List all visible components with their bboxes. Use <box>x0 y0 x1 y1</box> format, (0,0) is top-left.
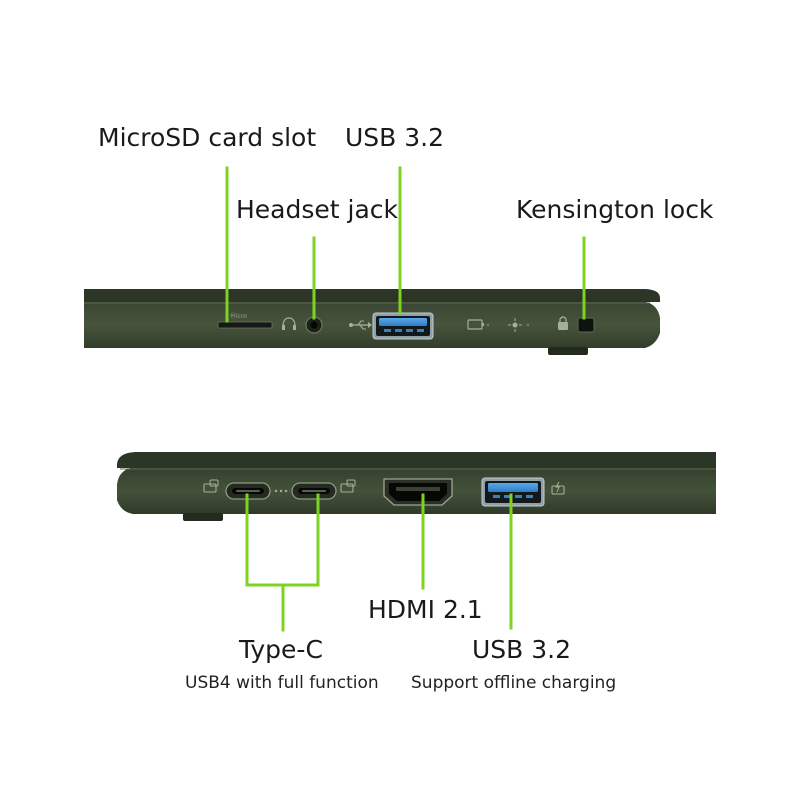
lock-icon <box>558 316 568 330</box>
laptop-left-side <box>117 452 716 521</box>
microsd-logo-icon: Ⓜicro <box>230 312 247 320</box>
label-microsd-card-slot: MicroSD card slot <box>98 123 317 152</box>
laptop-foot-bottom <box>183 513 223 521</box>
label-usb-bottom: USB 3.2 <box>472 635 572 664</box>
thunderbolt-dots-icon <box>274 489 288 493</box>
display-port-icon-left <box>203 479 219 493</box>
usb-a-port-bottom <box>481 477 545 507</box>
kensington-lock-slot <box>577 317 595 333</box>
label-type-c: Type-C <box>239 635 323 664</box>
offline-charging-icon <box>551 481 565 495</box>
label-hdmi: HDMI 2.1 <box>368 595 483 624</box>
type-c-port-2 <box>291 482 337 500</box>
usb-symbol-icon <box>349 320 372 330</box>
hdmi-port <box>383 478 453 506</box>
laptop-right-side: Ⓜicro <box>84 289 660 355</box>
type-c-port-1 <box>225 482 271 500</box>
leader-lines <box>225 166 586 632</box>
power-light-icon <box>508 318 530 332</box>
laptop-lid-top <box>84 289 660 302</box>
usb-a-port-top <box>372 312 434 340</box>
headset-icon <box>282 317 296 330</box>
label-headset-jack: Headset jack <box>236 195 399 224</box>
microsd-slot: Ⓜicro <box>217 312 273 329</box>
label-usb-top: USB 3.2 <box>345 123 445 152</box>
label-type-c-subtitle: USB4 with full function <box>185 673 379 693</box>
laptop-foot-top <box>548 347 588 355</box>
display-port-icon-right <box>340 479 356 493</box>
laptop-lid-bottom <box>117 452 716 468</box>
battery-status-icon <box>467 319 490 330</box>
label-kensington-lock: Kensington lock <box>516 195 714 224</box>
label-usb-bottom-subtitle: Support offline charging <box>411 673 617 693</box>
